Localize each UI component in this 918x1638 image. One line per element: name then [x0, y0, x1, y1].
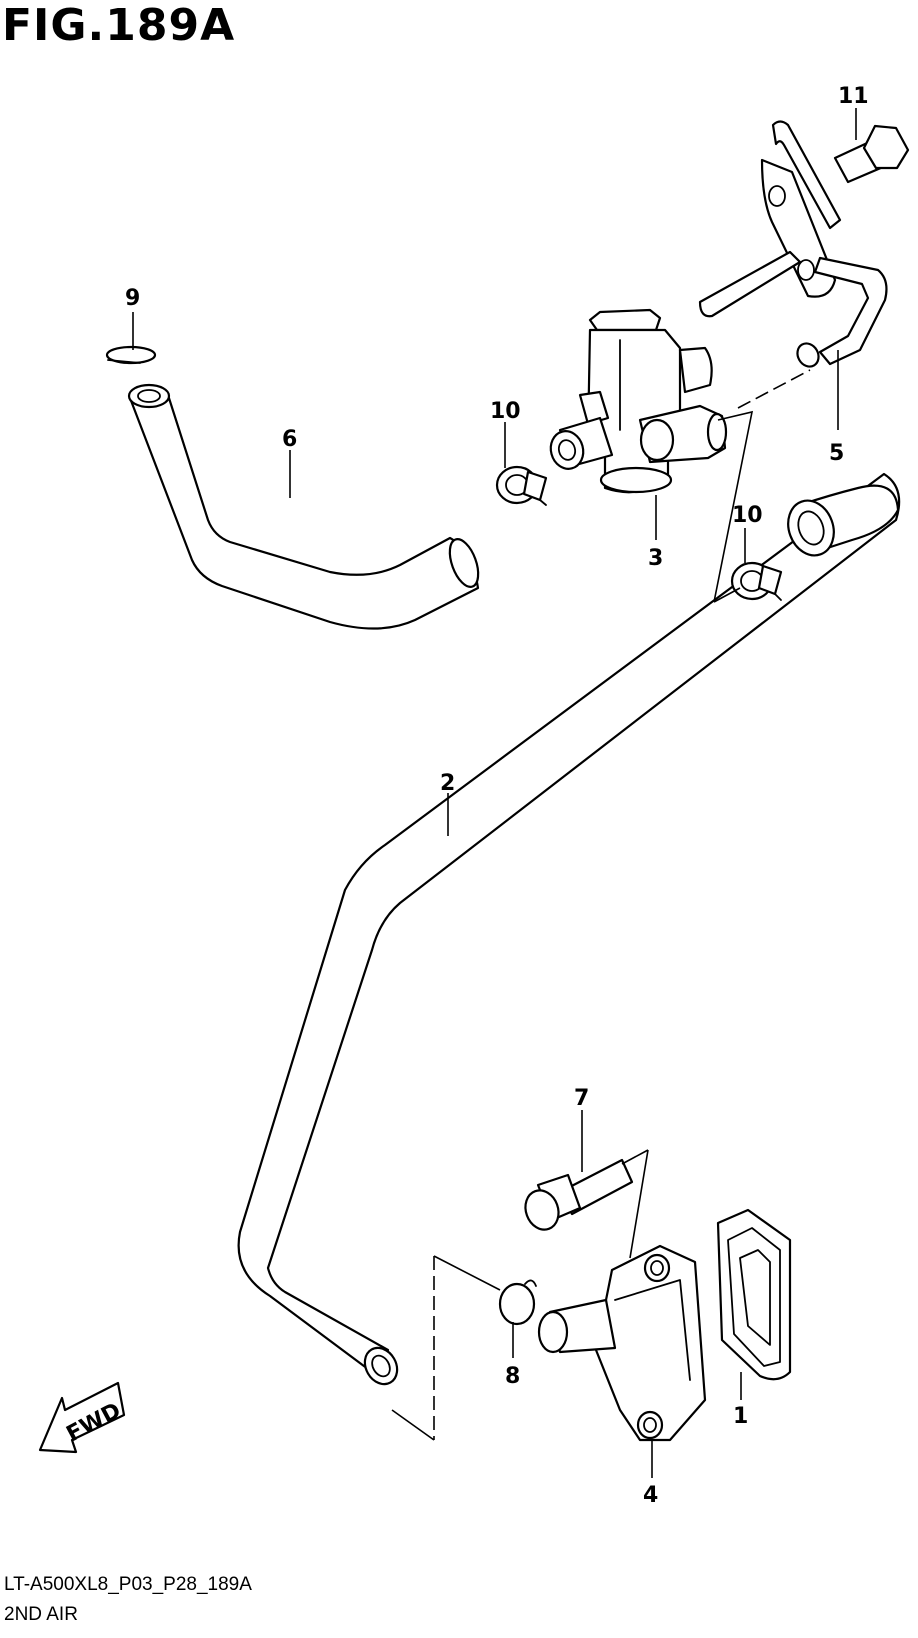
bolt-part-11[interactable]: [833, 124, 910, 184]
bolt-part-7[interactable]: [520, 1158, 634, 1234]
callout-2: 2: [440, 771, 455, 796]
gasket-part-1[interactable]: [716, 1208, 792, 1381]
pipe-part-5[interactable]: [698, 120, 888, 371]
callout-4: 4: [643, 1483, 658, 1508]
hose-part-2[interactable]: [237, 472, 901, 1390]
fwd-arrow-icon: [38, 1381, 126, 1454]
callout-7: 7: [574, 1086, 589, 1111]
hose-part-6[interactable]: [127, 383, 484, 630]
diagram-code: LT-A500XL8_P03_P28_189A: [4, 1574, 252, 1595]
clip-part-8[interactable]: [498, 1279, 537, 1326]
figure-title: FIG.189A: [2, 0, 236, 51]
callout-6: 6: [282, 427, 297, 452]
clamp-part-10-upper[interactable]: [495, 465, 548, 506]
clamp-part-10-lower[interactable]: [730, 561, 783, 601]
reed-cover-part-4[interactable]: [537, 1244, 707, 1442]
callout-5: 5: [829, 441, 844, 466]
callout-10-upper: 10: [490, 399, 521, 424]
clip-part-9[interactable]: [105, 345, 157, 365]
callout-3: 3: [648, 546, 663, 571]
callout-1: 1: [733, 1404, 748, 1429]
callout-10-lower: 10: [732, 503, 763, 528]
air-valve-part-3[interactable]: [547, 308, 728, 494]
leader-lines: [132, 108, 857, 1478]
diagram-name: 2ND AIR: [4, 1604, 78, 1625]
callout-9: 9: [125, 286, 140, 311]
callout-8: 8: [505, 1364, 520, 1389]
callout-11: 11: [838, 84, 869, 109]
